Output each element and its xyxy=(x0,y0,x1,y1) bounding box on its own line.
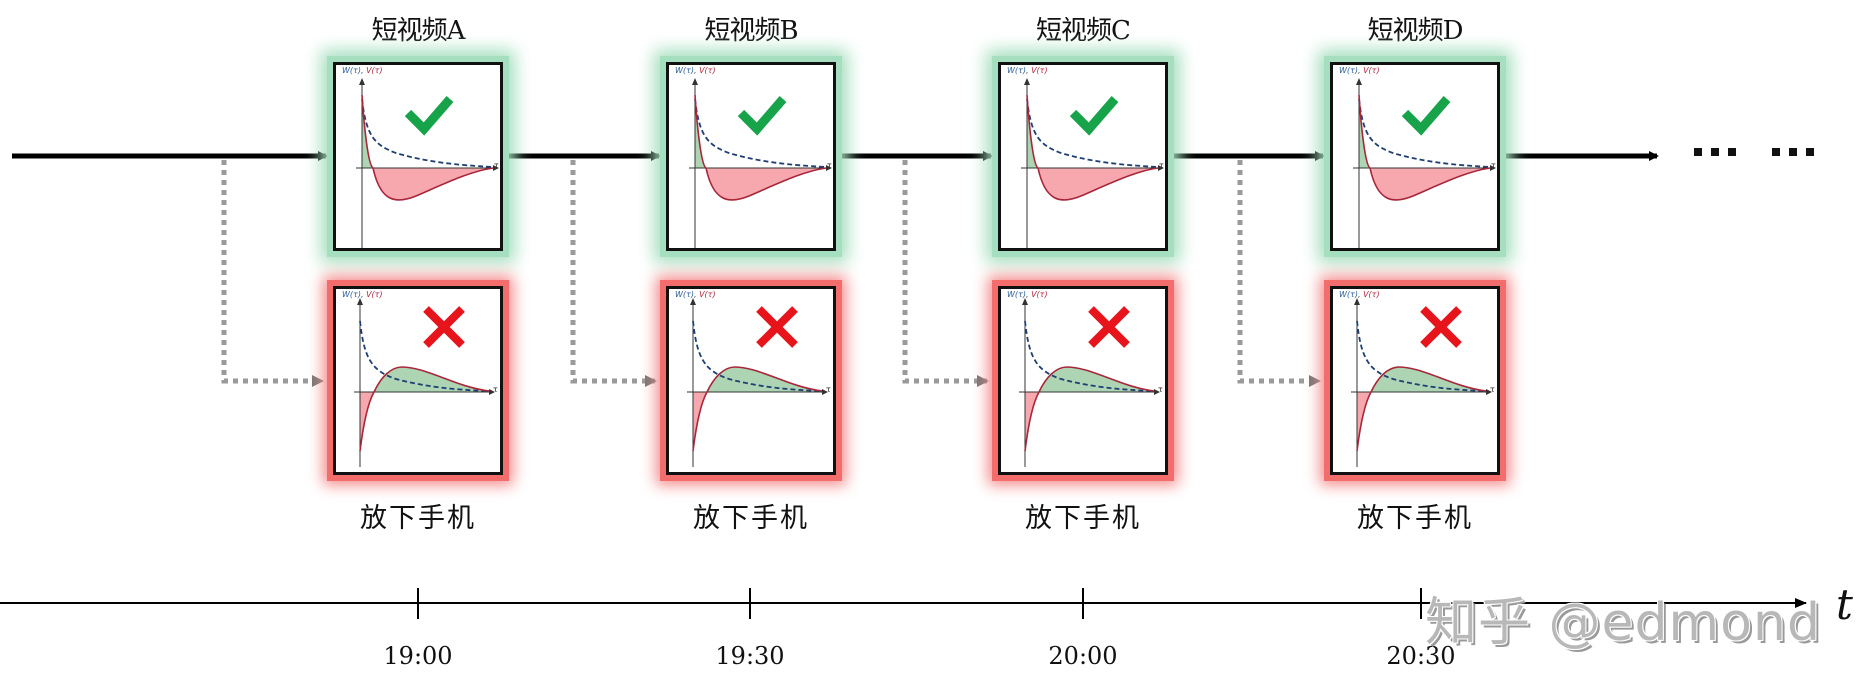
value-curve-chart xyxy=(1351,298,1492,467)
video-title-d: 短视频D xyxy=(1367,16,1464,46)
watch-outcome-box-a: W(τ), V(τ) τ xyxy=(333,62,503,251)
tau-axis-label: τ xyxy=(1491,161,1496,170)
check-icon xyxy=(1069,96,1119,136)
quit-outcome-box-b: W(τ), V(τ) τ xyxy=(666,286,836,475)
cross-icon xyxy=(756,306,798,348)
chart-axis-label: W(τ), V(τ) xyxy=(1007,66,1048,75)
continuation-ellipsis xyxy=(1694,148,1814,156)
quit-label-d: 放下手机 xyxy=(1357,503,1473,534)
watch-outcome-box-c: W(τ), V(τ) τ xyxy=(998,62,1168,251)
time-axis-label: t xyxy=(1836,580,1853,629)
quit-outcome-box-a: W(τ), V(τ) τ xyxy=(333,286,503,475)
watch-outcome-box-b: W(τ), V(τ) τ xyxy=(666,62,836,251)
cross-icon xyxy=(1420,306,1462,348)
chart-axis-label: W(τ), V(τ) xyxy=(342,66,383,75)
quit-label-c: 放下手机 xyxy=(1025,503,1141,534)
quit-label-a: 放下手机 xyxy=(360,503,476,534)
quit-outcome-box-c: W(τ), V(τ) τ xyxy=(998,286,1168,475)
value-curve-chart xyxy=(356,78,499,248)
value-curve-chart xyxy=(1021,78,1164,248)
chart-axis-label: W(τ), V(τ) xyxy=(1339,66,1380,75)
time-tick-label: 19:30 xyxy=(715,642,785,670)
value-curve-chart xyxy=(1019,298,1160,467)
tau-axis-label: τ xyxy=(1159,161,1164,170)
chart-axis-label: W(τ), V(τ) xyxy=(1007,290,1048,299)
cross-icon xyxy=(1088,306,1130,348)
value-curve-chart xyxy=(354,298,495,467)
chart-axis-label: W(τ), V(τ) xyxy=(1339,290,1380,299)
time-tick-label: 19:00 xyxy=(383,642,453,670)
check-icon xyxy=(404,96,454,136)
quit-label-b: 放下手机 xyxy=(693,503,809,534)
tau-axis-label: τ xyxy=(826,385,831,394)
chart-axis-label: W(τ), V(τ) xyxy=(675,290,716,299)
check-icon xyxy=(737,96,787,136)
video-title-b: 短视频B xyxy=(704,16,798,46)
chart-axis-label: W(τ), V(τ) xyxy=(675,66,716,75)
value-curve-chart xyxy=(1353,78,1496,248)
quit-outcome-box-d: W(τ), V(τ) τ xyxy=(1330,286,1500,475)
chart-axis-label: W(τ), V(τ) xyxy=(342,290,383,299)
cross-icon xyxy=(423,306,465,348)
tau-axis-label: τ xyxy=(827,161,832,170)
tau-axis-label: τ xyxy=(493,385,498,394)
tau-axis-label: τ xyxy=(1158,385,1163,394)
video-title-c: 短视频C xyxy=(1036,16,1131,46)
video-title-a: 短视频A xyxy=(371,16,466,46)
value-curve-chart xyxy=(689,78,832,248)
time-tick-label: 20:00 xyxy=(1048,642,1118,670)
watch-outcome-box-d: W(τ), V(τ) τ xyxy=(1330,62,1500,251)
value-curve-chart xyxy=(687,298,828,467)
watermark: 知乎 @edmond xyxy=(1425,593,1821,653)
tau-axis-label: τ xyxy=(494,161,499,170)
time-axis xyxy=(0,588,1807,619)
check-icon xyxy=(1401,96,1451,136)
quit-branch-connectors xyxy=(221,160,1321,387)
tau-axis-label: τ xyxy=(1490,385,1495,394)
time-tick-label: 20:30 xyxy=(1386,642,1456,670)
